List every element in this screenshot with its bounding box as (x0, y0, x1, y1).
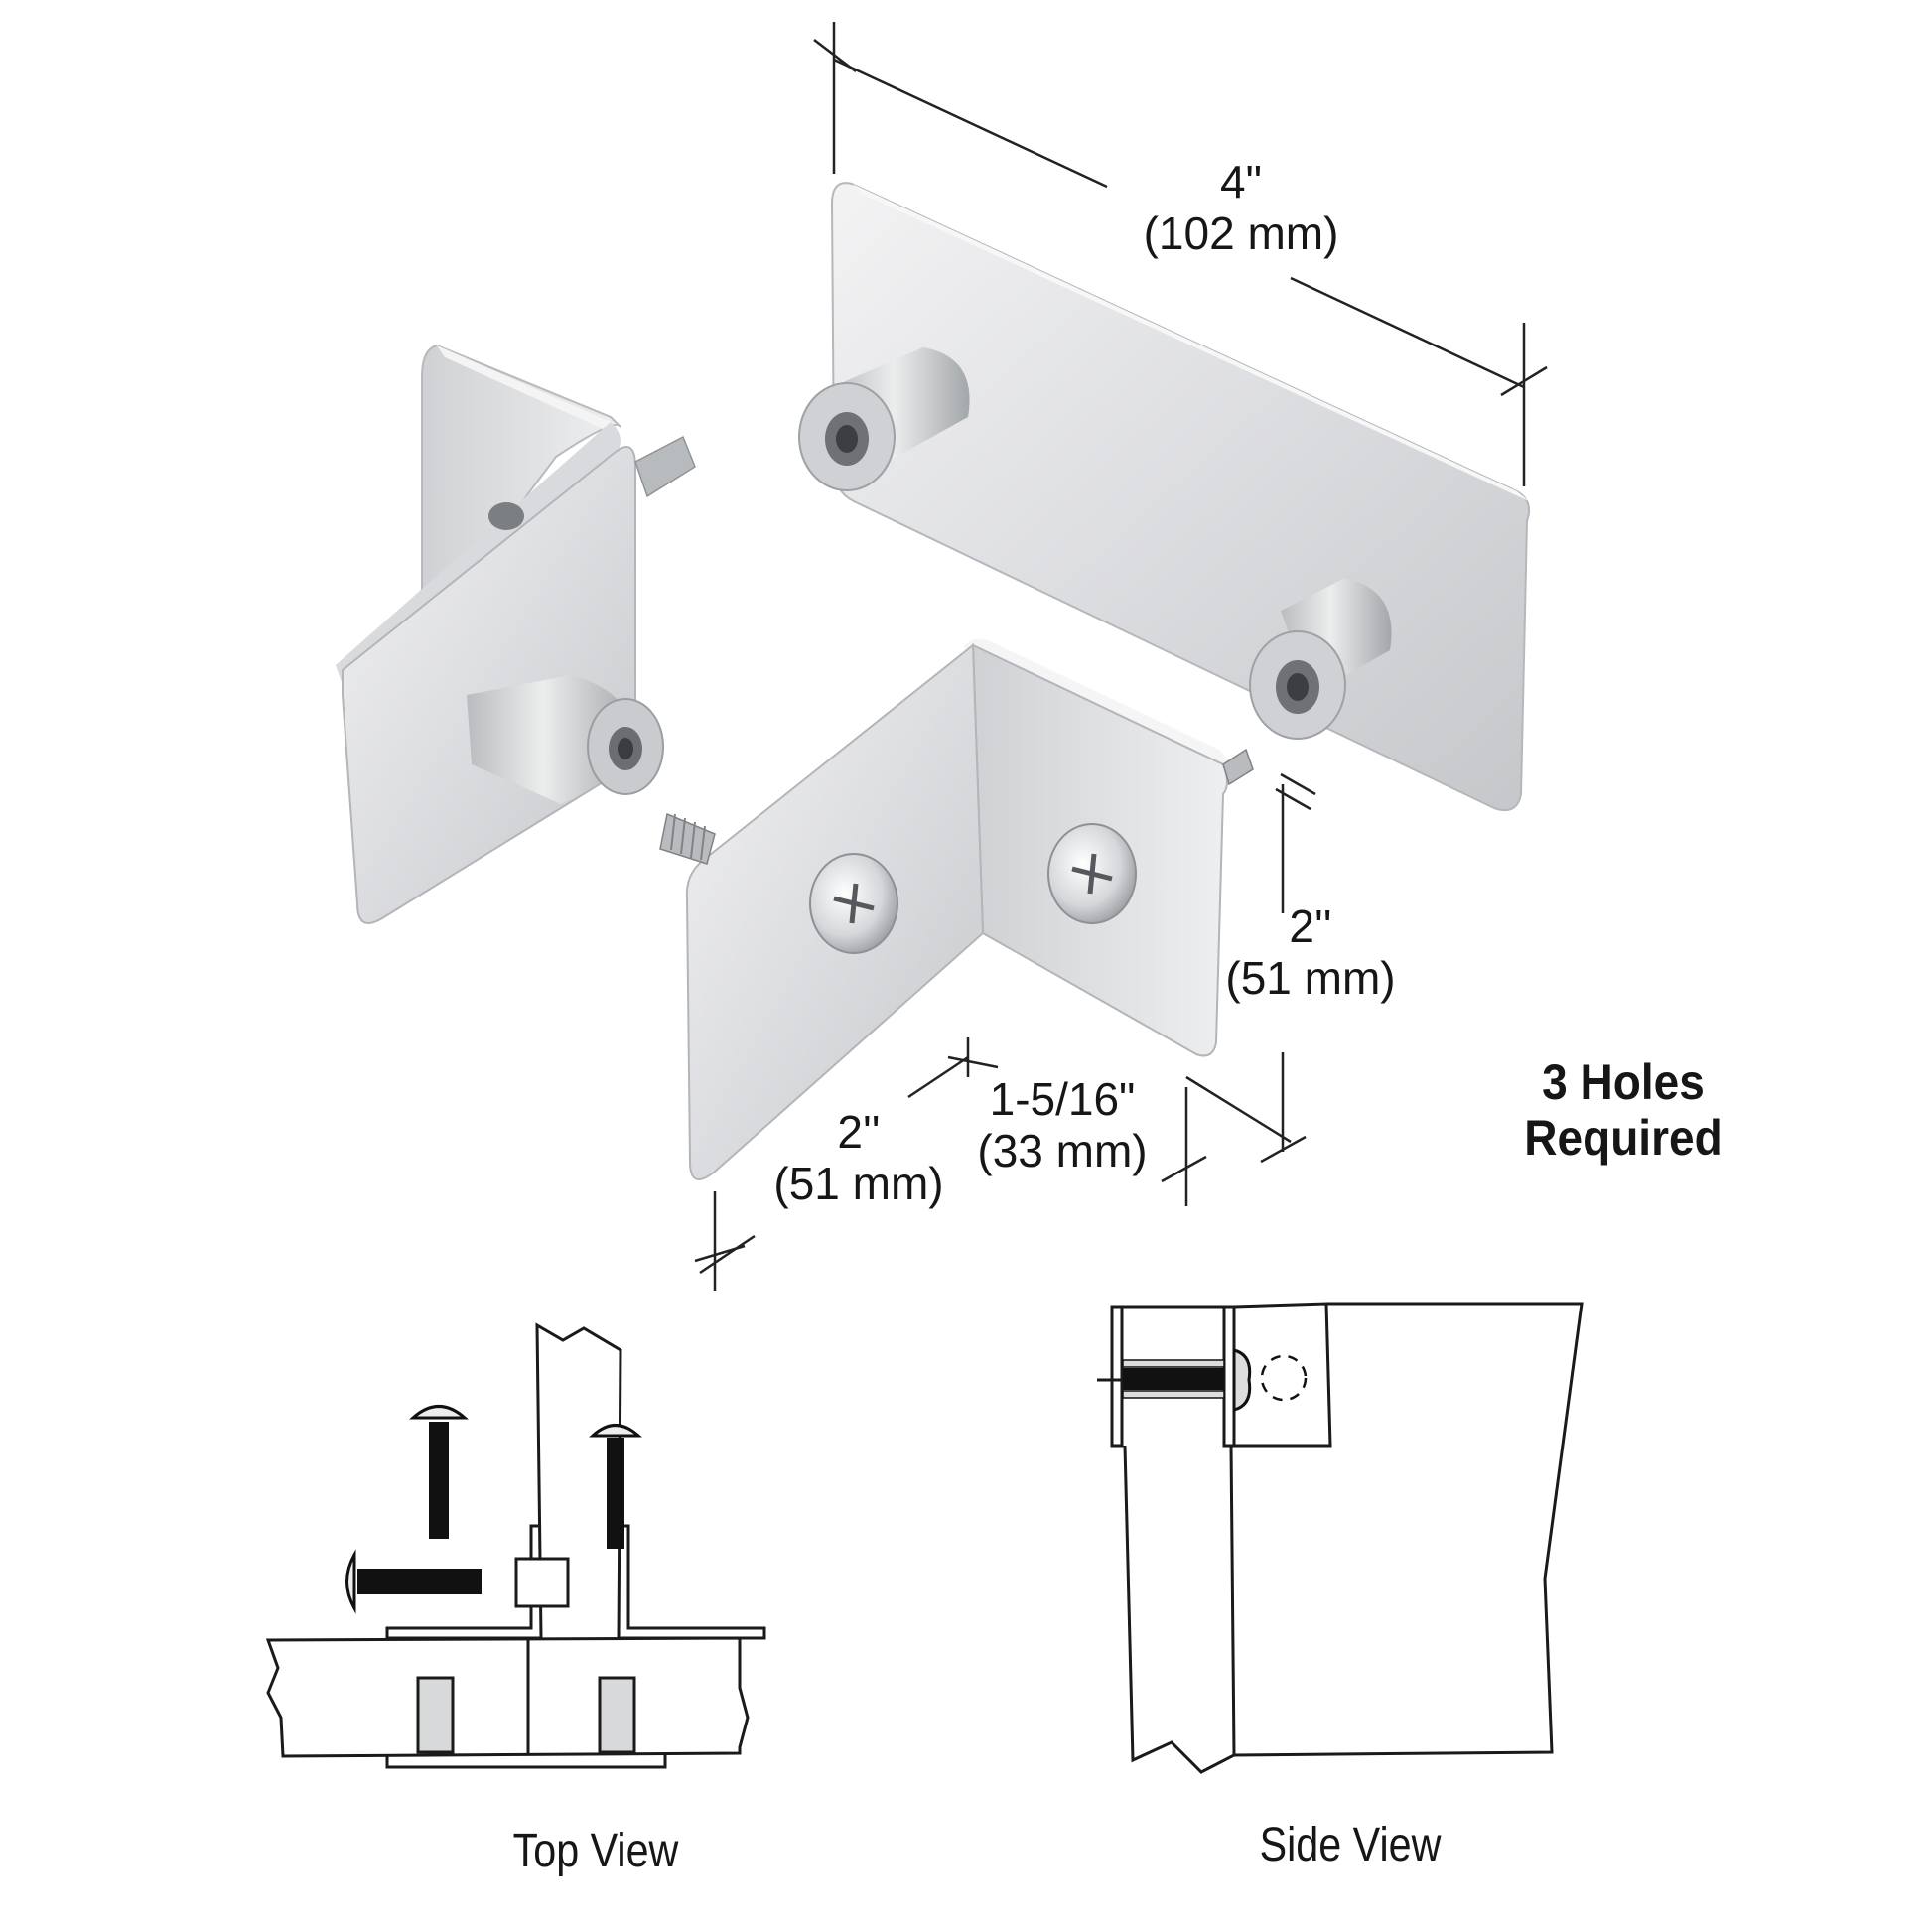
holes-note-line1: 3 Holes (1542, 1054, 1705, 1110)
length-dimension-label: 4" (102 mm) (1092, 156, 1390, 259)
standoff-cylinder (798, 347, 970, 491)
long-mounting-plate (798, 182, 1530, 812)
screw-icons-top-view (345, 1405, 642, 1614)
screw-head-icon (809, 853, 898, 954)
leg-b-imperial: 1-5/16" (989, 1073, 1136, 1125)
leg-b-dimension-label: 1-5/16" (33 mm) (953, 1073, 1172, 1176)
length-metric: (102 mm) (1143, 207, 1339, 259)
holes-note-line2: Required (1524, 1110, 1723, 1166)
side-view-bolt (1122, 1348, 1308, 1412)
screw-head-icon (1047, 823, 1137, 924)
height-dimension-label: 2'' (51 mm) (1206, 900, 1415, 1004)
leg-a-dimension-label: 2'' (51 mm) (759, 1106, 958, 1209)
top-view-drawing (265, 1322, 766, 1769)
standoff-cylinder (1249, 578, 1392, 740)
side-view-caption: Side View (1259, 1819, 1442, 1871)
holes-required-note: 3 Holes Required (1504, 1054, 1741, 1166)
standoff-cylinder (467, 675, 664, 804)
dimension-lines-bracket (694, 772, 1316, 1291)
small-angle-bracket (336, 344, 696, 924)
leg-a-imperial: 2'' (837, 1106, 881, 1158)
dimension-line-length (813, 22, 1548, 486)
leg-a-metric: (51 mm) (773, 1157, 944, 1209)
height-metric: (51 mm) (1225, 951, 1396, 1004)
height-imperial: 2'' (1289, 900, 1332, 952)
top-view-caption: Top View (512, 1825, 679, 1877)
length-imperial: 4" (1220, 156, 1262, 207)
main-angle-bracket (659, 638, 1254, 1180)
leg-b-metric: (33 mm) (977, 1124, 1148, 1176)
